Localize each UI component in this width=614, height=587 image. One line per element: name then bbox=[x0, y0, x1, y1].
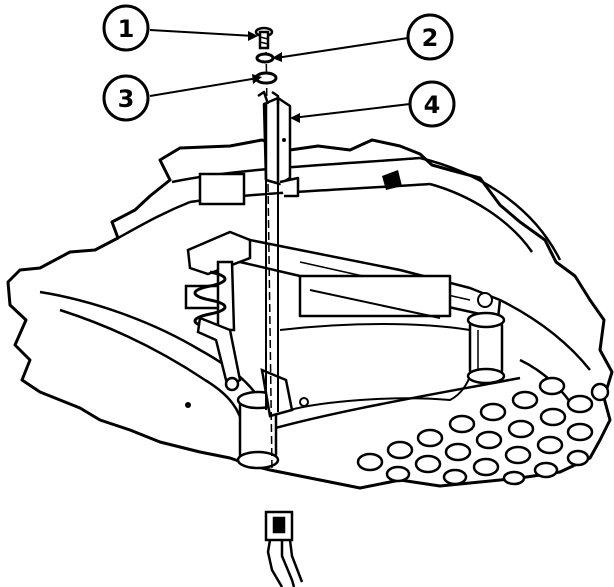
lever-arm bbox=[228, 234, 502, 320]
wall-slot bbox=[382, 170, 402, 190]
callout-2: 2 bbox=[406, 13, 454, 61]
screw-part bbox=[254, 26, 274, 50]
floor-screw bbox=[299, 397, 309, 407]
right-roller bbox=[466, 311, 506, 385]
callout-2-number: 2 bbox=[422, 24, 439, 52]
callout-1-number: 1 bbox=[118, 15, 135, 43]
connector-plug bbox=[264, 510, 304, 587]
lock-washer-part bbox=[255, 52, 275, 64]
callout-1: 1 bbox=[102, 4, 150, 52]
bent-link bbox=[196, 316, 242, 392]
callout-4: 4 bbox=[408, 80, 456, 128]
perforation-holes bbox=[356, 376, 610, 486]
callout-3-number: 3 bbox=[118, 85, 135, 113]
left-roller bbox=[236, 367, 294, 470]
wall-cutout bbox=[198, 172, 246, 206]
coil-spring bbox=[193, 270, 227, 330]
callout-3: 3 bbox=[102, 74, 150, 122]
bracket-part bbox=[257, 90, 300, 412]
leader-arrowheads bbox=[248, 31, 300, 123]
arm-end-screw bbox=[477, 292, 493, 308]
leader-lines bbox=[149, 29, 411, 119]
floor-screw bbox=[185, 402, 191, 408]
callout-4-number: 4 bbox=[424, 91, 441, 119]
bracket-hole bbox=[282, 138, 286, 142]
